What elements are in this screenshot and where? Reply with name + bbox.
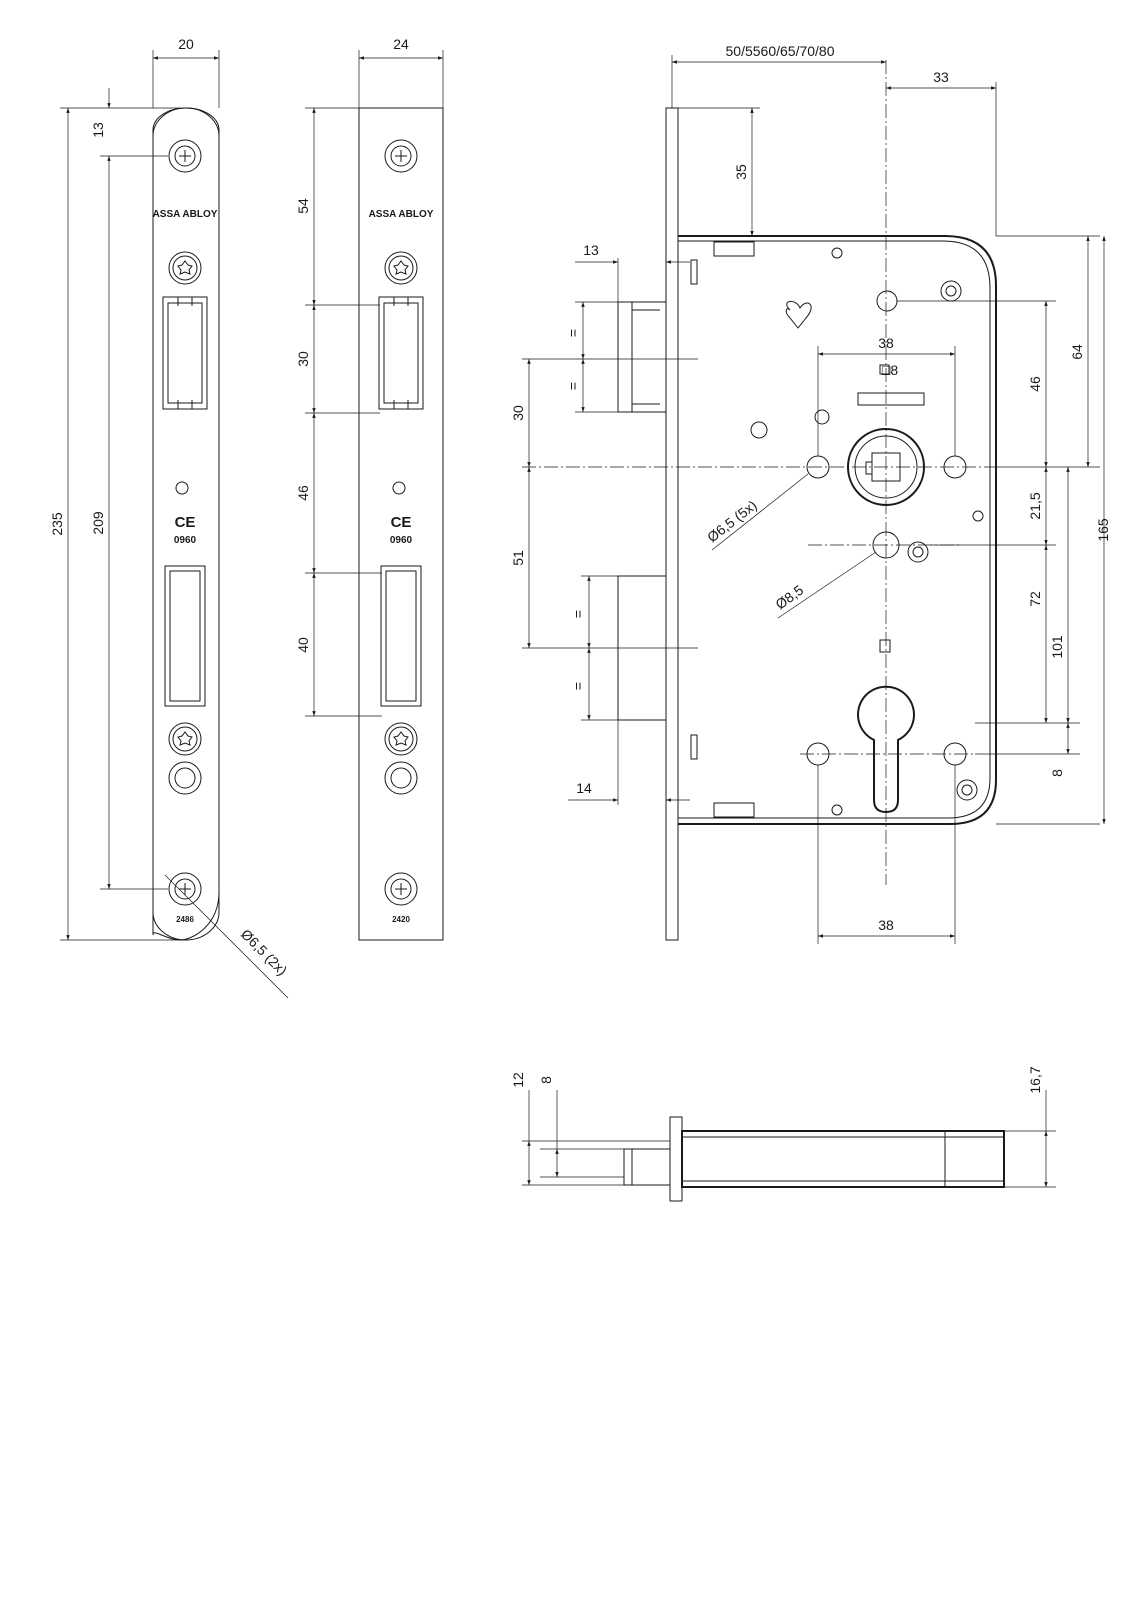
follower-square-small (879, 364, 890, 375)
dim-latch-height: 30 (510, 405, 526, 421)
faceplate-round: ASSA ABLOY CE 0960 (152, 107, 220, 941)
small-hole (175, 481, 189, 495)
part-number: 2486 (176, 915, 194, 924)
sq-small-hole (392, 481, 406, 495)
rivet (814, 409, 830, 425)
cylinder-cutout (857, 685, 915, 814)
eq-mark-2: = (565, 382, 581, 390)
dim-bolt-thick: 8 (538, 1076, 554, 1084)
sq-screw-hole-top (384, 139, 418, 173)
lock-faceplate-edge (665, 107, 679, 941)
rivet (831, 247, 843, 259)
dim-cylinder-hole-spacing: 38 (878, 917, 894, 933)
dim-body-right: 33 (933, 69, 949, 85)
dim-case-thickness: 16,7 (1027, 1066, 1043, 1093)
screw-bottom-right (956, 779, 978, 801)
dim-case-top-to-follower: 64 (1069, 344, 1085, 360)
sq-latch-opening (378, 296, 424, 410)
dim-width: 20 (178, 36, 194, 52)
dim-hole-dia: Ø6,5 (2x) (238, 926, 291, 979)
faceplate-round-dims: 20 235 209 13 Ø6,5 (2x) (49, 36, 291, 999)
sq-dim-width: 24 (393, 36, 409, 52)
heart-cutout (785, 301, 812, 329)
side-view-dims: 12 8 16,7 (510, 1066, 1056, 1188)
dim-follower-square: □8 (882, 362, 898, 378)
sq-ce-mark: CE (391, 514, 412, 531)
slot-upper (690, 259, 698, 285)
top-fixing-hole (876, 290, 898, 312)
sq-dim-latch-height: 30 (295, 351, 311, 367)
lock-body-dims: 50/5560/65/70/80 33 35 13 = = 30 51 = = (510, 43, 1111, 944)
dim-follower-to-cylinder: 72 (1027, 591, 1043, 607)
dim-length: 235 (49, 512, 65, 536)
faceplate-square-dims: 24 54 30 46 40 (295, 36, 444, 717)
eq-mark-3: = (570, 610, 586, 618)
dim-hole-spacing: 209 (90, 511, 106, 535)
bolt-opening (164, 565, 206, 707)
sq-screw-hole-bottom (384, 872, 418, 906)
follower-lever (857, 392, 925, 406)
screw-hole-top (168, 139, 202, 173)
rivet (750, 421, 768, 439)
sq-dim-latch-to-bolt: 46 (295, 485, 311, 501)
dim-stud-hole: Ø8,5 (772, 582, 806, 613)
lock-case-outline (678, 235, 997, 825)
faceplate-square-outline (358, 107, 444, 941)
brand-logo: ASSA ABLOY (153, 209, 218, 220)
faceplate-round-border (152, 107, 220, 941)
eq-mark-1: = (565, 329, 581, 337)
latch-bolt (617, 301, 667, 413)
dim-top-hole-to-follower: 46 (1027, 376, 1043, 392)
eq-mark-4: = (570, 682, 586, 690)
dim-backset: 50/5560/65/70/80 (726, 43, 835, 59)
rivet (972, 510, 984, 522)
slot-lower (690, 734, 698, 760)
sq-bolt-opening (380, 565, 422, 707)
small-square (879, 639, 891, 653)
latch-opening (162, 296, 208, 410)
sq-cert-number: 0960 (390, 535, 413, 546)
ce-mark: CE (175, 514, 196, 531)
tab-top (713, 241, 755, 257)
torx-screw-lower (168, 722, 202, 756)
sq-torx-screw-upper (384, 251, 418, 285)
side-bolt (623, 1148, 671, 1186)
round-hole (168, 761, 202, 795)
dim-latch-proj: 13 (583, 242, 599, 258)
sq-torx-screw-lower (384, 722, 418, 756)
sq-part-number: 2420 (392, 915, 410, 924)
faceplate-square: ASSA ABLOY CE 0960 (358, 107, 444, 941)
dim-faceplate-outer: 12 (510, 1072, 526, 1088)
side-view (623, 1116, 1005, 1202)
screw-top-right (940, 280, 962, 302)
cert-number: 0960 (174, 535, 197, 546)
sq-dim-top-to-latch: 54 (295, 198, 311, 214)
dim-top-to-case: 35 (733, 164, 749, 180)
faceplate-round-outline (152, 107, 220, 941)
tab-bottom (713, 802, 755, 818)
sq-brand-logo: ASSA ABLOY (369, 209, 434, 220)
rivet (831, 804, 843, 816)
sq-dim-bolt-height: 40 (295, 637, 311, 653)
lock-body (522, 60, 997, 941)
stud-screw (907, 541, 929, 563)
dim-cylinder-offset: 8 (1049, 769, 1065, 777)
dim-follower-spacing: 38 (878, 335, 894, 351)
screw-hole-bottom (168, 872, 202, 906)
dim-fixing-holes: Ø6,5 (5x) (704, 497, 760, 546)
dim-follower-to-bottom-hole: 101 (1049, 635, 1065, 659)
side-faceplate (669, 1116, 683, 1202)
torx-screw-upper (168, 251, 202, 285)
dim-latch-to-bolt: 51 (510, 550, 526, 566)
sq-round-hole (384, 761, 418, 795)
side-case (681, 1130, 1005, 1188)
dim-bolt-proj: 14 (576, 780, 592, 796)
dim-follower-to-stud: 21,5 (1027, 492, 1043, 519)
dim-top-offset: 13 (90, 122, 106, 138)
dim-case-height: 165 (1095, 518, 1111, 542)
